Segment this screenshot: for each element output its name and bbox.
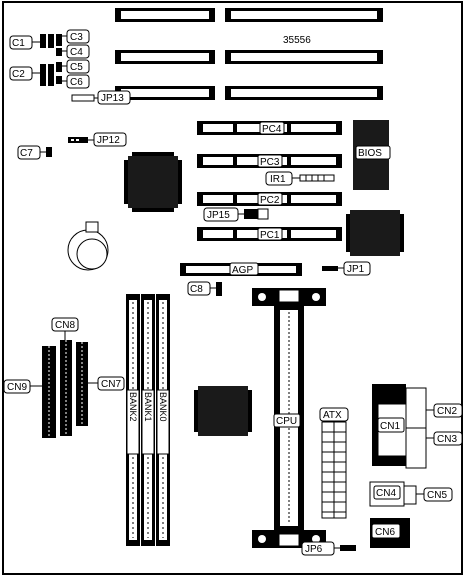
svg-text:CN7: CN7 (101, 379, 121, 390)
label-c3: C3 (62, 29, 90, 44)
svg-text:CN5: CN5 (427, 490, 447, 501)
jumper-jp13: JP13 (71, 90, 131, 105)
header-cn7 (76, 342, 88, 426)
jumper-jp15: JP15 (203, 207, 269, 222)
svg-text:CN1: CN1 (380, 421, 400, 432)
svg-text:CN9: CN9 (7, 382, 27, 393)
jumper-jp6: JP6 (301, 541, 356, 556)
svg-text:PC2: PC2 (260, 195, 280, 206)
dimm-bank1: BANK1 (141, 294, 155, 546)
connector-cn2: CN2 (405, 387, 463, 429)
label-cn9: CN9 (3, 379, 42, 394)
jumper-jp1: JP1 (322, 261, 371, 276)
svg-text:ATX: ATX (323, 410, 342, 421)
agp-slot: AGP (180, 262, 302, 276)
bios-chip: BIOS (353, 120, 391, 190)
svg-text:BIOS: BIOS (358, 148, 382, 159)
battery (67, 221, 109, 271)
svg-text:C6: C6 (70, 77, 83, 88)
svg-text:JP13: JP13 (101, 93, 124, 104)
header-cn8 (60, 340, 72, 436)
pci-slot-pc2: PC2 (197, 192, 342, 206)
svg-text:CN3: CN3 (437, 434, 457, 445)
label-c5: C5 (62, 59, 90, 74)
svg-text:C1: C1 (12, 38, 25, 49)
svg-text:CPU: CPU (276, 416, 297, 427)
svg-text:CN4: CN4 (376, 488, 396, 499)
svg-text:C3: C3 (70, 32, 83, 43)
svg-text:PC4: PC4 (262, 124, 282, 135)
svg-text:C2: C2 (12, 69, 25, 80)
label-c6: C6 (62, 74, 90, 89)
svg-text:AGP: AGP (232, 265, 253, 276)
slot-row-3 (115, 86, 383, 100)
label-c4: C4 (62, 44, 90, 59)
connector-cn5: CN5 (416, 487, 453, 502)
svg-text:PC3: PC3 (260, 157, 280, 168)
svg-text:CN2: CN2 (437, 406, 457, 417)
svg-text:JP1: JP1 (347, 264, 365, 275)
label-c8: C8 (187, 281, 222, 296)
label-c2: C2 (9, 66, 40, 81)
dimm-bank2: BANK2 (126, 294, 140, 546)
connector-cn3: CN3 (405, 427, 463, 469)
svg-text:CN6: CN6 (375, 527, 395, 538)
pci-slot-pc4: PC4 (197, 121, 342, 135)
svg-text:JP12: JP12 (97, 135, 120, 146)
jumper-jp12: JP12 (68, 132, 127, 147)
svg-text:PC1: PC1 (260, 230, 280, 241)
dip-switch-block (40, 34, 62, 86)
chipset-south (346, 210, 404, 256)
svg-text:BANK1: BANK1 (143, 392, 153, 422)
board-id-label: 35556 (283, 35, 311, 46)
connector-cn4: CN4 (369, 481, 417, 507)
slot-row-2 (115, 50, 383, 64)
pci-slot-pc1: PC1 (197, 227, 342, 241)
label-cn7: CN7 (88, 376, 125, 391)
label-cn8: CN8 (51, 317, 79, 340)
atx-power-connector: ATX (319, 407, 349, 519)
svg-text:C4: C4 (70, 47, 83, 58)
svg-text:CN8: CN8 (55, 320, 75, 331)
header-cn9 (42, 346, 56, 438)
connector-cn1: CN1 (372, 384, 409, 466)
svg-text:C5: C5 (70, 62, 83, 73)
label-c1: C1 (9, 35, 40, 50)
svg-text:JP6: JP6 (305, 544, 323, 555)
dimm-bank0: BANK0 (156, 294, 170, 546)
connector-cn6: CN6 (370, 518, 410, 548)
chipset-north (124, 152, 182, 212)
slot-row-1 (115, 8, 383, 22)
svg-text:BANK2: BANK2 (128, 392, 138, 422)
label-c7: C7 (17, 145, 52, 160)
pci-slot-pc3: PC3 (197, 154, 342, 168)
svg-text:BANK0: BANK0 (158, 392, 168, 422)
svg-text:C7: C7 (20, 148, 33, 159)
svg-text:JP15: JP15 (207, 210, 230, 221)
svg-text:C8: C8 (190, 284, 203, 295)
header-ir1: IR1 (265, 171, 335, 186)
io-chip (194, 386, 252, 436)
svg-text:IR1: IR1 (270, 174, 286, 185)
